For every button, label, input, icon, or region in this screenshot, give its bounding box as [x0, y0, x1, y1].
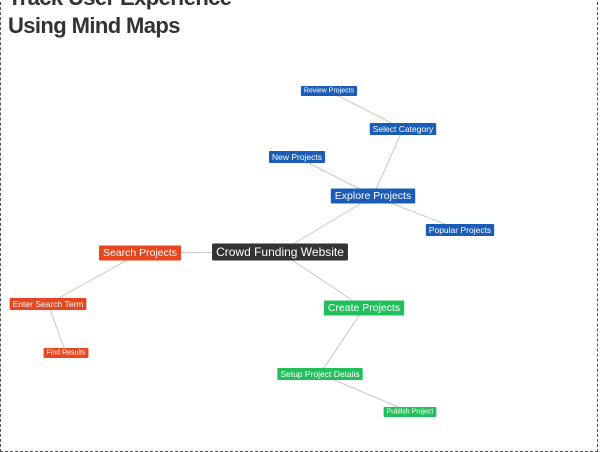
page-title: Track User Experience Using Mind Maps: [8, 0, 232, 40]
node-find-results[interactable]: Find Results: [43, 348, 89, 358]
node-label-popular-projects: Popular Projects: [429, 225, 491, 235]
node-box-new-projects: [268, 151, 326, 163]
node-box-find-results: [43, 348, 89, 358]
node-box-publish-project: [383, 407, 437, 417]
node-new-projects[interactable]: New Projects: [268, 151, 326, 163]
node-root[interactable]: Crowd Funding Website: [212, 243, 348, 261]
title-line-1: Track User Experience: [8, 0, 232, 12]
edge-select-category-to-review-projects: [328, 90, 404, 130]
node-search[interactable]: Search Projects: [98, 245, 182, 261]
node-label-search: Search Projects: [103, 247, 177, 259]
edge-enter-search-term-to-find-results: [47, 303, 67, 354]
edge-setup-details-to-publish-project: [319, 373, 411, 413]
node-create[interactable]: Create Projects: [323, 300, 405, 316]
edge-root-to-explore: [279, 195, 374, 253]
node-review-projects[interactable]: Review Projects: [300, 86, 358, 96]
node-publish-project[interactable]: Publish Project: [383, 407, 437, 417]
node-label-create: Create Projects: [328, 302, 400, 314]
node-popular-projects[interactable]: Popular Projects: [425, 224, 495, 236]
node-box-enter-search-term: [9, 298, 87, 310]
node-label-explore: Explore Projects: [335, 190, 411, 202]
node-select-category[interactable]: Select Category: [369, 123, 437, 135]
node-label-review-projects: Review Projects: [304, 88, 355, 95]
edge-explore-to-select-category: [372, 128, 404, 197]
node-box-select-category: [369, 123, 437, 135]
edge-search-to-enter-search-term: [47, 252, 141, 305]
edge-create-to-setup-details: [319, 307, 365, 375]
node-box-root: [212, 243, 348, 261]
node-label-publish-project: Publish Project: [387, 409, 434, 416]
node-setup-details[interactable]: Setup Project Details: [277, 368, 363, 380]
node-box-explore: [330, 188, 416, 204]
title-line-2: Using Mind Maps: [8, 13, 180, 38]
node-label-new-projects: New Projects: [272, 152, 322, 162]
node-box-setup-details: [277, 368, 363, 380]
node-label-setup-details: Setup Project Details: [280, 369, 359, 379]
node-label-enter-search-term: Enter Search Term: [13, 299, 84, 309]
node-label-root: Crowd Funding Website: [216, 245, 344, 259]
node-box-review-projects: [300, 86, 358, 96]
node-box-popular-projects: [425, 224, 495, 236]
node-box-search: [98, 245, 182, 261]
mind-map-nodes: Crowd Funding Website Explore Projects Sel…: [9, 86, 495, 417]
node-label-select-category: Select Category: [373, 124, 434, 134]
node-box-create: [323, 300, 405, 316]
node-label-find-results: Find Results: [47, 350, 86, 357]
edge-root-to-create: [279, 251, 365, 309]
node-explore[interactable]: Explore Projects: [330, 188, 416, 204]
node-enter-search-term[interactable]: Enter Search Term: [9, 298, 87, 310]
